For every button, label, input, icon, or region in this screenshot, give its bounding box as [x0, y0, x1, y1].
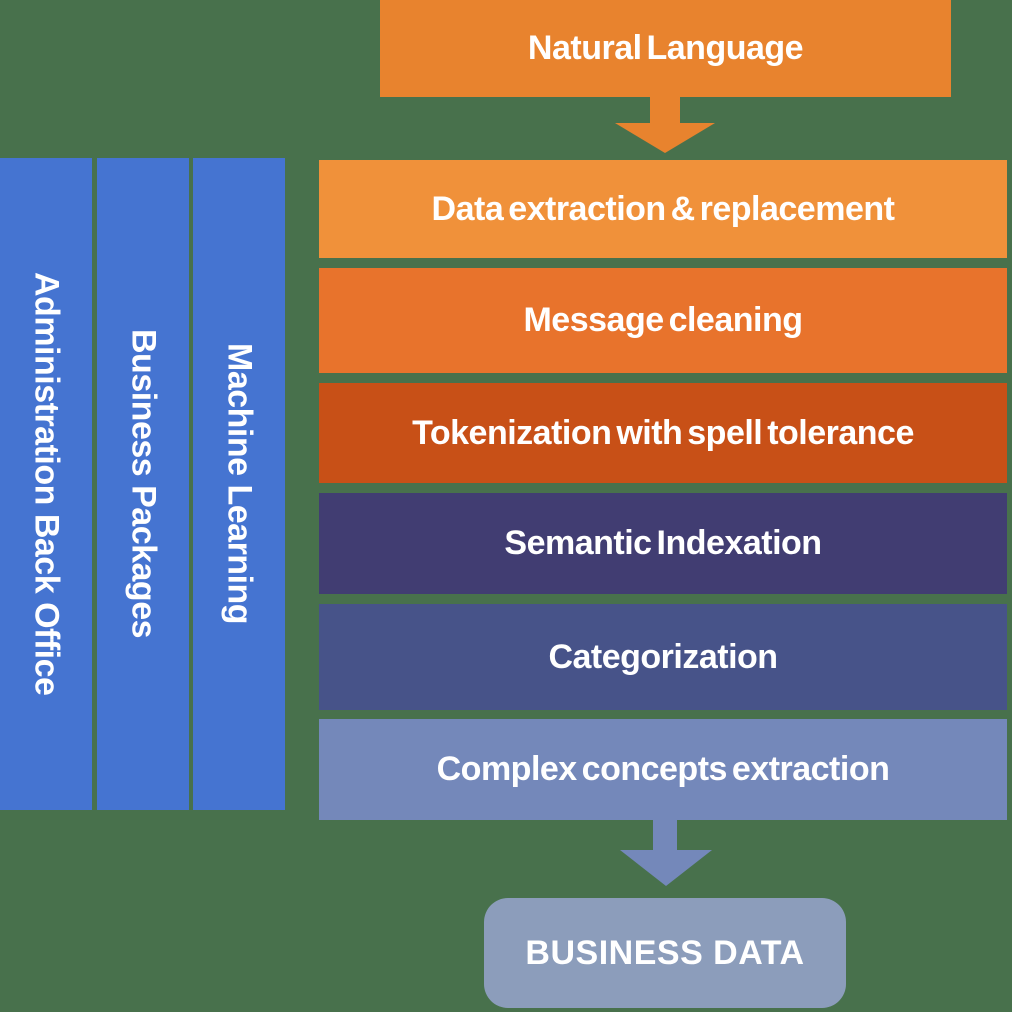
column-machine-learning-label: Machine Learning [220, 343, 259, 625]
natural-language-box: Natural Language [380, 0, 951, 97]
business-data-box: BUSINESS DATA [484, 898, 846, 1008]
step-tokenization-spell-tolerance: Tokenization with spell tolerance [319, 383, 1007, 483]
step-categorization-label: Categorization [548, 637, 778, 676]
column-administration-back-office: Administration Back Office [0, 158, 92, 810]
step-data-extraction-replacement-label: Data extraction & replacement [431, 189, 895, 228]
step-complex-concepts-extraction-label: Complex concepts extraction [436, 750, 890, 788]
step-semantic-indexation-label: Semantic Indexation [504, 524, 822, 562]
column-machine-learning: Machine Learning [193, 158, 285, 810]
bottom-down-arrow-stem-icon [653, 820, 677, 851]
step-message-cleaning: Message cleaning [319, 268, 1007, 373]
top-down-arrow-stem-icon [650, 97, 680, 124]
step-tokenization-spell-tolerance-label: Tokenization with spell tolerance [412, 413, 914, 452]
natural-language-label: Natural Language [527, 29, 804, 67]
step-message-cleaning-label: Message cleaning [523, 301, 803, 339]
step-data-extraction-replacement: Data extraction & replacement [319, 160, 1007, 258]
step-semantic-indexation: Semantic Indexation [319, 493, 1007, 594]
step-complex-concepts-extraction: Complex concepts extraction [319, 719, 1007, 820]
step-categorization: Categorization [319, 604, 1007, 710]
top-down-arrow-icon [615, 123, 715, 153]
column-administration-back-office-label: Administration Back Office [27, 272, 66, 696]
column-business-packages: Business Packages [97, 158, 189, 810]
bottom-down-arrow-icon [620, 850, 712, 886]
column-business-packages-label: Business Packages [124, 329, 163, 639]
business-data-label: BUSINESS DATA [525, 933, 805, 972]
